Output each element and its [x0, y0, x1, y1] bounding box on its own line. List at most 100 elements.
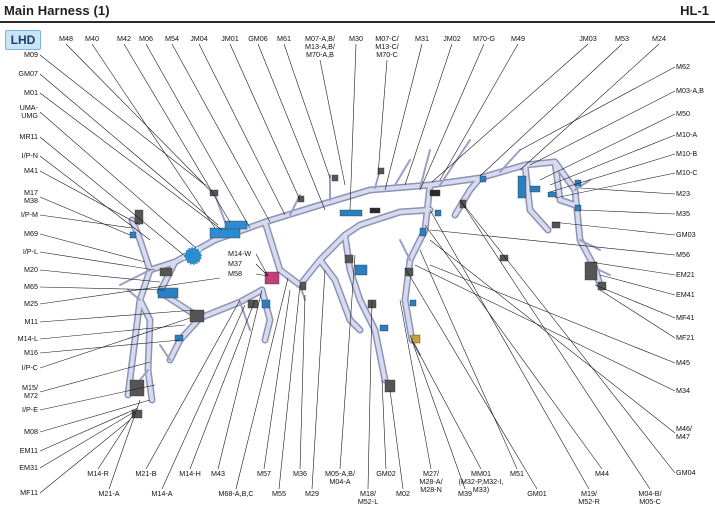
connector-label: M31: [415, 34, 429, 43]
connector-label: M02: [396, 489, 410, 498]
leader-line: [283, 43, 331, 179]
connector: [429, 189, 441, 197]
harness-trunk: [318, 258, 362, 332]
connector-label: M03-A,B: [676, 86, 704, 95]
connector-label: M69: [24, 229, 38, 238]
connector-label: GM07: [18, 69, 38, 78]
connector-label: JM02: [443, 34, 461, 43]
connector-label: MF41: [676, 313, 695, 322]
branch-wire: [399, 239, 411, 261]
connector: [297, 195, 305, 203]
leader-line: [65, 43, 206, 186]
leader-line: [439, 43, 519, 181]
leader-line: [519, 43, 660, 171]
leader-line: [367, 299, 373, 490]
connector-label: GM03: [676, 230, 696, 239]
connector-label: M54: [165, 34, 179, 43]
connector-label: M49: [511, 34, 525, 43]
branch-wire: [499, 149, 521, 173]
connector: [131, 409, 143, 419]
leader-line: [39, 269, 161, 283]
connector-label: M20: [24, 265, 38, 274]
leader-line: [404, 267, 538, 490]
connector-label: GM06: [248, 34, 268, 43]
leader-line: [384, 43, 423, 191]
connector-label: M16: [24, 348, 38, 357]
leader-line: [519, 66, 676, 151]
connector-label: M57: [257, 469, 271, 478]
leader-line: [229, 43, 301, 201]
leader-line: [311, 269, 326, 490]
connector-label: M46/M47: [676, 424, 692, 441]
leader-line: [549, 134, 676, 186]
leader-line: [549, 153, 676, 193]
leader-line: [579, 209, 676, 215]
connector: [129, 231, 137, 239]
header-bar: Main Harness (1) HL-1: [0, 0, 715, 23]
connector-label: M10-B: [676, 149, 698, 158]
connector: [299, 281, 307, 291]
connector-label: EM11: [19, 446, 38, 455]
connector-label: M07-A,B/M13-A,B/M70-A,B: [305, 34, 335, 59]
connector: [574, 179, 582, 187]
connector-label: M48: [59, 34, 73, 43]
leader-line: [39, 399, 151, 433]
branch-wire: [594, 267, 611, 276]
connector: [339, 209, 363, 217]
connector-label: M04-B/M05-C: [638, 489, 662, 506]
connector-label: M05-A,B/M04-A: [325, 469, 355, 486]
leader-line: [409, 334, 466, 490]
leader-line: [551, 221, 676, 236]
connector: [261, 299, 271, 309]
connector-label: M18/M52-L: [357, 489, 379, 506]
connector-label: M21-A: [98, 489, 120, 498]
leader-line: [39, 111, 197, 249]
connector-label: M08: [24, 427, 38, 436]
leader-line: [39, 155, 151, 241]
leader-line: [459, 199, 676, 474]
leader-line: [429, 239, 676, 434]
leader-line: [39, 317, 191, 369]
leader-line: [39, 339, 181, 354]
leader-line: [39, 54, 206, 186]
connector-label: MM01(M32-P,M32-I,M33): [458, 469, 504, 494]
connector-label: MF11: [20, 488, 38, 497]
connector-label: I/P-L: [22, 247, 38, 256]
leader-line: [404, 43, 453, 186]
leader-line: [91, 43, 216, 229]
connector: [551, 221, 561, 229]
leader-line: [189, 299, 256, 470]
connector-label: M15/M72: [22, 383, 38, 400]
leader-line: [263, 289, 291, 470]
connector: [434, 209, 442, 217]
connector-label: JM04: [190, 34, 208, 43]
connector: [264, 271, 280, 285]
leader-line: [429, 264, 676, 364]
connector: [224, 220, 248, 230]
leader-line: [539, 113, 676, 181]
connector-label: M14-W: [228, 249, 252, 258]
branch-wire: [419, 149, 431, 189]
connector-label: M06: [139, 34, 153, 43]
branch-wire: [394, 159, 411, 186]
connector-label: I/P-C: [21, 363, 38, 372]
branch-wire: [579, 239, 601, 251]
connector-label: MR11: [19, 132, 38, 141]
connector-label: M10-A: [676, 130, 698, 139]
connector-label: M61: [277, 34, 291, 43]
leader-line: [39, 73, 219, 226]
connector: [379, 324, 389, 332]
connector-label: M56: [676, 250, 690, 259]
leader-line: [431, 43, 589, 183]
leader-line: [198, 43, 286, 216]
harness-trunk: [130, 218, 152, 272]
leader-line: [389, 389, 404, 490]
leader-line: [255, 263, 269, 277]
leader-line: [39, 136, 186, 257]
connector-label: M29: [305, 489, 319, 498]
connector: [584, 261, 598, 281]
leader-line: [39, 361, 151, 393]
connector-label: M45: [676, 358, 690, 367]
